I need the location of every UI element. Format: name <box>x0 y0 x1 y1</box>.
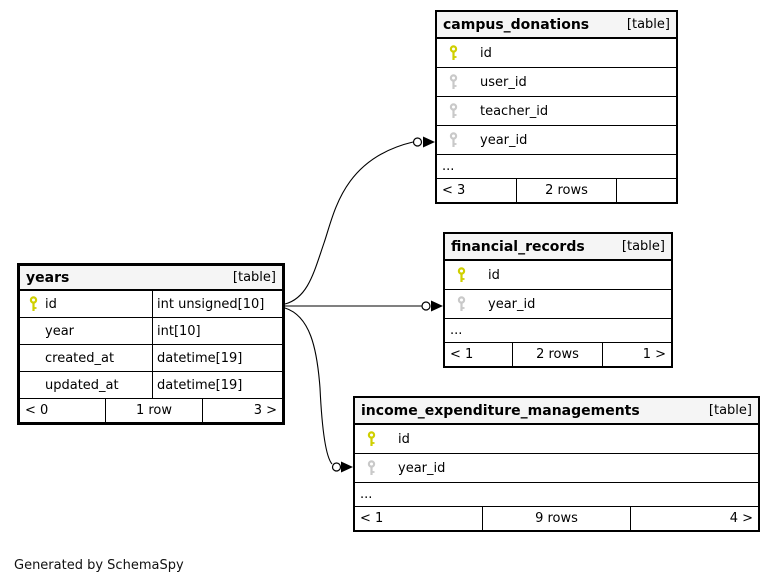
footer-parents-count: 4 > <box>729 511 753 526</box>
column-row: teacher_id <box>437 97 676 126</box>
table-type-badge: [table] <box>626 17 670 32</box>
relationship-years-campus-donations <box>284 136 435 305</box>
footer-children-count: < 1 <box>355 507 483 530</box>
foreign-key-icon <box>449 74 458 90</box>
footer-rows-count: 9 rows <box>483 507 631 530</box>
relationship-years-financial-records <box>285 300 443 312</box>
table-campus-donations[interactable]: campus_donations [table] id user_id teac… <box>435 10 678 204</box>
column-name: year_id <box>488 296 536 312</box>
generated-by-credit: Generated by SchemaSpy <box>14 558 184 573</box>
primary-key-icon <box>457 267 466 283</box>
column-row: year_id <box>437 126 676 155</box>
zero-or-one-circle <box>412 137 423 147</box>
table-footer: < 0 1 row 3 > <box>20 399 282 422</box>
column-row: year_id <box>445 290 671 319</box>
column-type: datetime[19] <box>152 345 282 371</box>
table-name[interactable]: campus_donations <box>443 16 590 33</box>
table-name[interactable]: financial_records <box>451 238 585 255</box>
table-footer: < 1 2 rows 1 > <box>445 343 671 366</box>
foreign-key-icon <box>367 460 376 476</box>
arrowhead-icon <box>423 136 435 148</box>
relationship-years-income-expenditure <box>284 307 353 473</box>
zero-or-one-circle <box>331 462 342 472</box>
column-row: id <box>445 261 671 290</box>
table-header: financial_records [table] <box>445 234 671 261</box>
column-row: id <box>355 425 758 454</box>
column-row: id int unsigned[10] <box>20 291 282 318</box>
table-name[interactable]: years <box>26 269 70 286</box>
primary-key-icon <box>449 45 458 61</box>
table-header: campus_donations [table] <box>437 12 676 39</box>
table-income-expenditure-managements[interactable]: income_expenditure_managements [table] i… <box>353 396 760 532</box>
footer-children-count: < 1 <box>445 343 513 366</box>
column-name: id <box>488 267 500 283</box>
foreign-key-icon <box>449 103 458 119</box>
foreign-key-icon <box>457 296 466 312</box>
column-name: year_id <box>398 460 446 476</box>
table-header: years [table] <box>20 266 282 291</box>
table-name[interactable]: income_expenditure_managements <box>361 402 640 419</box>
table-years[interactable]: years [table] id int unsigned[10] year i… <box>17 263 285 425</box>
column-name: id <box>45 296 57 312</box>
column-name: created_at <box>45 350 115 366</box>
footer-parents-count <box>617 179 676 202</box>
table-footer: < 1 9 rows 4 > <box>355 507 758 530</box>
column-type: int unsigned[10] <box>152 291 282 317</box>
relationship-line <box>284 307 333 465</box>
table-header: income_expenditure_managements [table] <box>355 398 758 425</box>
table-type-badge: [table] <box>708 403 752 418</box>
column-row: id <box>437 39 676 68</box>
ellipsis-row: ... <box>437 155 676 179</box>
footer-parents-count: 1 > <box>642 347 666 362</box>
footer-rows-count: 2 rows <box>517 179 617 202</box>
ellipsis-row: ... <box>355 483 758 507</box>
arrowhead-icon <box>431 300 443 312</box>
column-name: updated_at <box>45 377 119 393</box>
table-type-badge: [table] <box>232 270 276 285</box>
table-financial-records[interactable]: financial_records [table] id year_id ...… <box>443 232 673 368</box>
ellipsis-row: ... <box>445 319 671 343</box>
column-row: user_id <box>437 68 676 97</box>
column-name: user_id <box>480 74 527 90</box>
column-name: teacher_id <box>480 103 549 119</box>
foreign-key-icon <box>449 132 458 148</box>
footer-parents-count: 3 > <box>253 403 277 418</box>
table-type-badge: [table] <box>621 239 665 254</box>
table-footer: < 3 2 rows <box>437 179 676 202</box>
column-name: year_id <box>480 132 528 148</box>
column-row: updated_at datetime[19] <box>20 372 282 399</box>
column-row: year_id <box>355 454 758 483</box>
column-row: created_at datetime[19] <box>20 345 282 372</box>
footer-rows-count: 1 row <box>106 399 203 422</box>
primary-key-icon <box>29 296 38 312</box>
zero-or-one-circle <box>421 301 431 311</box>
column-name: year <box>45 323 75 339</box>
column-row: year int[10] <box>20 318 282 345</box>
column-type: int[10] <box>152 318 282 344</box>
column-name: id <box>480 45 492 61</box>
primary-key-icon <box>367 431 376 447</box>
footer-children-count: < 0 <box>20 399 106 422</box>
arrowhead-icon <box>341 461 353 473</box>
footer-rows-count: 2 rows <box>513 343 603 366</box>
column-type: datetime[19] <box>152 372 282 398</box>
relationship-line <box>284 141 414 305</box>
footer-children-count: < 3 <box>437 179 517 202</box>
column-name: id <box>398 431 410 447</box>
